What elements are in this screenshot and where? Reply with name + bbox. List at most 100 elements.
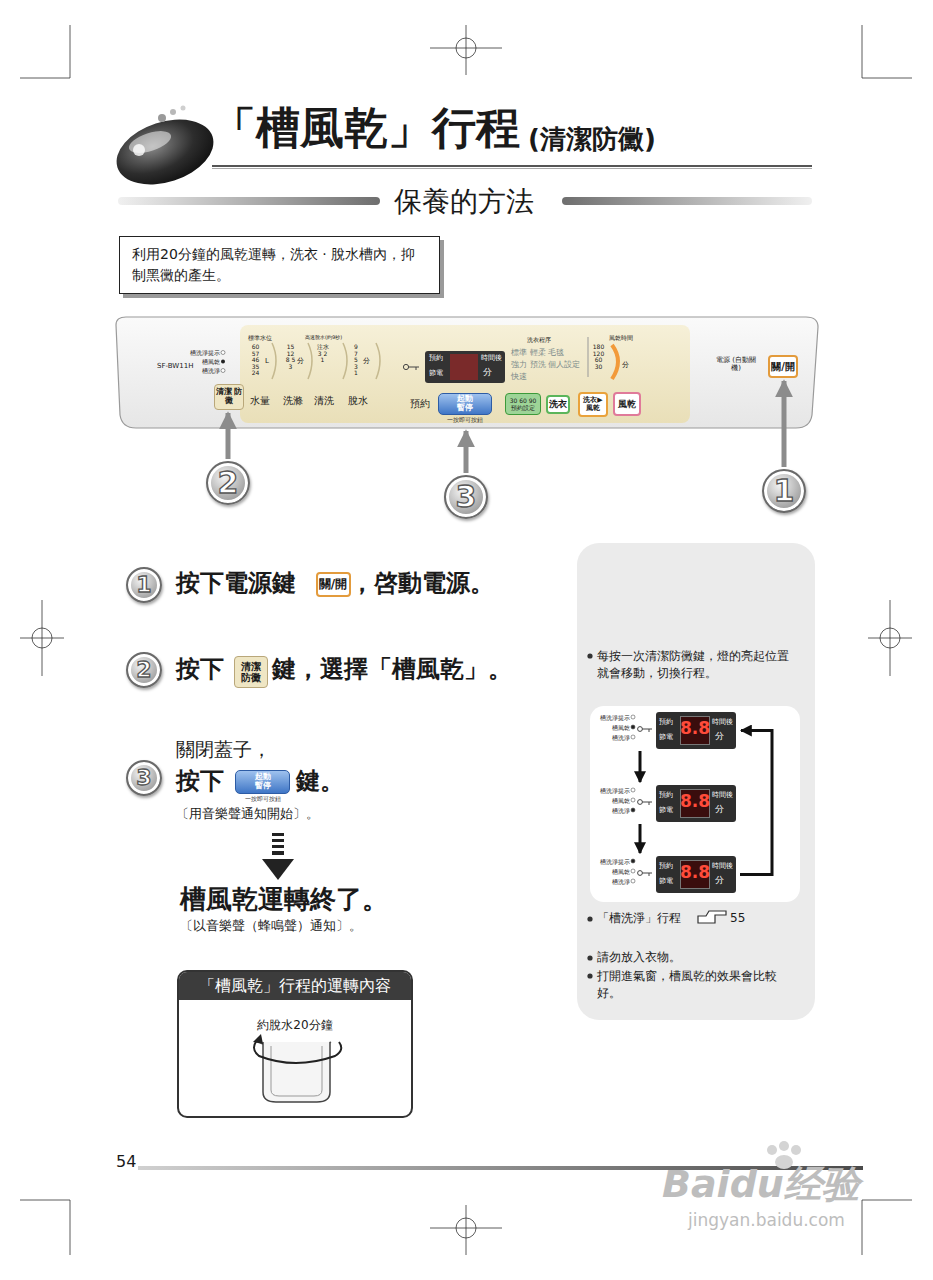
crop-marks <box>868 600 912 676</box>
display-label: 預約 <box>429 354 443 362</box>
title-icon <box>108 106 222 196</box>
indicator-lamps <box>631 798 635 802</box>
control-panel: 清潔 防黴預約節電時間後分起動 暫停一按即可按鈕30 60 90預約設定洗衣洗衣… <box>112 315 820 430</box>
node-text: 風乾 <box>618 399 636 410</box>
content-text: 「槽風乾」行程的運轉內容 <box>179 976 411 995</box>
panel-label: 9 7 5 3 1 <box>352 344 360 377</box>
panel-label: 槽洗淨 <box>202 367 220 374</box>
node-text: 一按即可按鈕 <box>419 417 511 424</box>
mini-label: 時間後 <box>712 718 733 726</box>
control-panel-shape <box>612 345 618 379</box>
clean-button: 清潔 防黴 <box>214 384 244 410</box>
title-rule <box>212 165 812 169</box>
node-text: 洗衣▶ 風乾 <box>580 397 606 412</box>
panel-label: 分 <box>363 357 370 365</box>
note-text: 55 <box>730 911 745 925</box>
heading-text: (清潔防黴) <box>528 124 656 155</box>
step-text: 鍵，選擇「槽風乾」。 <box>272 655 512 684</box>
indicator-lamps <box>631 725 635 729</box>
mini-label: 節電 <box>659 806 673 814</box>
note-text: 每按一次清潔防黴鍵，燈的亮起位置就會移動，切換行程。 <box>597 648 795 682</box>
crop-marks <box>430 1205 502 1255</box>
page-number: 54 <box>116 1152 136 1171</box>
callout-number: 3 <box>444 475 488 519</box>
node-text: 一按即可按鈕 <box>216 796 309 803</box>
start-key-icon: 起動 暫停一按即可按鈕 <box>235 770 290 794</box>
step-text: 按下 <box>176 767 224 796</box>
panel-label: L <box>265 357 269 365</box>
content-text: 約脫水20分鐘 <box>179 1018 411 1032</box>
mini-label: 槽洗淨提示 <box>600 714 630 721</box>
control-panel-shape <box>272 343 380 379</box>
step-text: 按下 <box>176 655 224 684</box>
led-screen <box>450 354 478 380</box>
node-text: 2 <box>136 657 151 683</box>
node-text: 清潔 防黴 <box>215 388 243 406</box>
control-panel-shape <box>221 360 225 364</box>
drum-illustration <box>263 1042 330 1102</box>
cycle-arrow <box>740 731 772 875</box>
title-icon <box>158 114 166 122</box>
panel-label: SF-BW11H <box>157 362 193 370</box>
mini-label: 槽風乾 <box>612 868 630 875</box>
panel-label: 標準 輕柔 毛毯 <box>511 348 564 358</box>
callout-arrow <box>464 431 469 473</box>
mini-label: 時間後 <box>712 862 733 870</box>
side-panel-ground <box>698 911 726 923</box>
watermark: Baidu经验 <box>662 1162 860 1208</box>
control-panel-shape <box>116 317 818 428</box>
time-display: 預約節電時間後分 <box>425 351 505 383</box>
step-number: 1 <box>126 567 162 603</box>
node-text: 2 <box>218 465 239 501</box>
watermark-paw <box>779 1141 789 1151</box>
title-icon <box>181 106 186 111</box>
mini-label: 槽洗淨提示 <box>600 787 630 794</box>
title-icon <box>133 144 145 156</box>
display-label: 時間後 <box>481 354 502 362</box>
note-text: 「槽洗淨」行程 <box>597 911 681 925</box>
mini-label: 槽洗淨提示 <box>600 858 630 865</box>
watermark-paw <box>791 1145 801 1155</box>
mini-label: 8.8 <box>680 720 710 737</box>
page-title: 「槽風乾」行程 <box>212 102 520 155</box>
panel-label: 標準水位 <box>248 334 272 341</box>
subtitle-bars <box>118 197 380 205</box>
flow-arrow <box>272 839 284 842</box>
flow-arrow <box>262 833 294 880</box>
mini-label: 槽風乾 <box>612 724 630 731</box>
cycle-arrow <box>639 824 642 853</box>
mini-label: 槽風乾 <box>612 797 630 804</box>
mini-label: 8.8 <box>680 864 710 881</box>
panel-label: 預約 <box>410 398 430 410</box>
crop-marks <box>20 25 912 1255</box>
mini-label: 預約 <box>659 862 673 870</box>
indicator-lamps <box>631 735 635 739</box>
note-panel: 槽洗淨提示槽風乾槽洗淨預約節電8.8時間後分槽洗淨提示槽風乾槽洗淨預約節電8.8… <box>577 543 815 1020</box>
panel-label: 快速 <box>511 372 527 382</box>
note-text: 打開進氣窗，槽風乾的效果會比較好。 <box>597 968 795 1002</box>
intro-box: 利用20分鐘的風乾運轉，洗衣 · 脫水槽內，抑制黑黴的產生。 <box>119 236 440 294</box>
mini-label: 槽洗淨 <box>612 734 630 741</box>
side-panel-ground <box>587 955 592 960</box>
panel-label: 60 57 46 35 24 <box>250 344 261 377</box>
control-panel-shape <box>116 317 818 428</box>
mini-label: 槽洗淨 <box>612 807 630 814</box>
node-text: 關/開 <box>319 577 347 591</box>
control-panel-shape <box>221 369 225 373</box>
callout-number: 2 <box>206 461 250 505</box>
side-panel-ground <box>587 973 592 978</box>
mini-label: 8.8 <box>680 793 710 810</box>
watermark: jingyan.baidu.com <box>688 1210 845 1230</box>
flow-arrow <box>272 851 284 855</box>
dry-button: 風乾 <box>613 392 641 416</box>
power-button: 關/開 <box>768 355 798 378</box>
indicator-lamps <box>631 859 635 863</box>
panel-label: 強力 預洗 個人設定 <box>511 360 580 370</box>
content-box: 「槽風乾」行程的運轉內容約脫水20分鐘 <box>177 970 413 1118</box>
node-text: 3 <box>456 479 477 515</box>
side-panel-ground <box>587 916 592 921</box>
step-text: 槽風乾運轉終了。 <box>180 884 388 915</box>
indicator-lamps <box>642 729 652 732</box>
callout-number: 1 <box>762 469 806 513</box>
mini-label: 分 <box>715 875 724 886</box>
